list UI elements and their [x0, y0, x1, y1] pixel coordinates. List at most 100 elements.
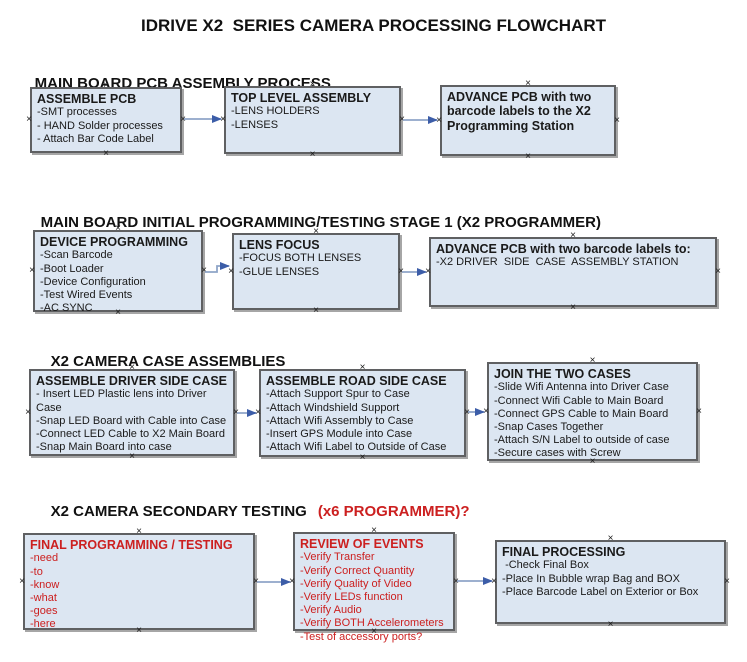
box-line: -GLUE LENSES: [239, 265, 320, 278]
box-line: -Attach Wifi Assembly to Case: [266, 414, 414, 427]
box-line: -Place In Bubble wrap Bag and BOX: [502, 572, 680, 585]
flow-box-advance-pcb-driver-side[interactable]: ADVANCE PCB with two barcode labels to: …: [425, 231, 721, 313]
connection-handle-icon: ×: [614, 114, 620, 126]
box-line: -FOCUS BOTH LENSES: [239, 252, 362, 265]
box-line: -Connect LED Cable to X2 Main Board: [36, 427, 225, 440]
box-line: -Attach Wifi Label to Outside of Case: [266, 441, 447, 454]
connection-handle-icon: ×: [359, 362, 366, 373]
connection-handle-icon: ×: [607, 619, 614, 630]
connection-handle-icon: ×: [19, 575, 25, 587]
box-line: -Secure cases with Screw: [494, 447, 621, 460]
connection-handle-icon: ×: [525, 78, 531, 89]
box-lines: -Verify Transfer-Verify Correct Quantity…: [300, 551, 449, 643]
flow-box-join-the-two-cases[interactable]: JOIN THE TWO CASES -Slide Wifi Antenna i…: [483, 356, 702, 467]
box-line: -AC SYNC: [40, 302, 93, 315]
connection-handle-icon: ×: [29, 265, 35, 276]
box-lines: -Scan Barcode-Boot Loader-Device Configu…: [40, 249, 197, 315]
connection-handle-icon: ×: [103, 148, 109, 159]
box-line: -LENSES: [231, 118, 279, 131]
box-line: -Slide Wifi Antenna into Driver Case: [494, 381, 669, 394]
flow-box-device-programming[interactable]: DEVICE PROGRAMMING -Scan Barcode-Boot Lo…: [29, 224, 207, 318]
box-line: -Connect Wifi Cable to Main Board: [494, 394, 664, 407]
section-heading-text: MAIN BOARD INITIAL PROGRAMMING/TESTING S…: [40, 214, 601, 231]
flow-box-top-level-assembly[interactable]: TOP LEVEL ASSEMBLY -LENS HOLDERS-LENSES …: [220, 80, 405, 160]
box-lines: -Check Final Box-Place In Bubble wrap Ba…: [502, 559, 720, 599]
flow-box-assemble-road-side-case[interactable]: ASSEMBLE ROAD SIDE CASE -Attach Support …: [255, 363, 470, 463]
section-heading-red-text: (x6 PROGRAMMER)?: [317, 503, 470, 520]
box-line: -Attach Support Spur to Case: [266, 388, 410, 401]
box-title: FINAL PROCESSING: [502, 545, 626, 559]
flow-box-final-programming-testing[interactable]: FINAL PROGRAMMING / TESTING -need-to-kno…: [19, 527, 259, 636]
box-line: -Snap LED Board with Cable into Case: [36, 414, 227, 427]
connection-handle-icon: ×: [607, 533, 614, 544]
box-title: FINAL PROGRAMMING / TESTING: [30, 538, 233, 552]
box-line: -need: [30, 552, 59, 565]
connection-handle-icon: ×: [180, 114, 186, 125]
section-heading-text: X2 CAMERA SECONDARY TESTING: [50, 503, 307, 520]
flow-box-lens-focus[interactable]: LENS FOCUS -FOCUS BOTH LENSES-GLUE LENSE…: [228, 227, 404, 316]
box-line: -Attach S/N Label to outside of case: [494, 434, 670, 447]
box-line: -Verify Correct Quantity: [300, 564, 415, 577]
section-heading-text: X2 CAMERA CASE ASSEMBLIES: [50, 353, 286, 370]
section-heading-case-assemblies: X2 CAMERA CASE ASSEMBLIES: [34, 336, 286, 387]
connection-handle-icon: ×: [220, 114, 226, 125]
connection-handle-icon: ×: [696, 405, 702, 417]
box-line: -LENS HOLDERS: [231, 105, 320, 118]
box-lines: -SMT processes- HAND Solder processes- A…: [37, 106, 176, 146]
box-lines: -need-to-know-what-goes-here: [30, 552, 249, 631]
box-title: ADVANCE PCB with two barcode labels to t…: [447, 90, 595, 133]
connection-handle-icon: ×: [589, 355, 596, 366]
box-lines: -LENS HOLDERS-LENSES: [231, 105, 395, 131]
box-lines: -Attach Support Spur to Case-Attach Wind…: [266, 388, 460, 454]
box-line: -Verify Transfer: [300, 551, 375, 564]
box-title: TOP LEVEL ASSEMBLY: [231, 91, 372, 105]
box-line: -Boot Loader: [40, 262, 104, 275]
connection-handle-icon: ×: [715, 266, 721, 277]
box-line: -Verify Quality of Video: [300, 577, 412, 590]
connector-arrow-3[interactable]: [205, 262, 230, 273]
connection-handle-icon: ×: [26, 114, 32, 125]
connection-handle-icon: ×: [25, 406, 31, 418]
flow-box-assemble-pcb[interactable]: ASSEMBLE PCB -SMT processes- HAND Solder…: [26, 81, 186, 159]
flow-box-assemble-driver-side-case[interactable]: ASSEMBLE DRIVER SIDE CASE - Insert LED P…: [25, 363, 239, 462]
section-heading-initial-programming: MAIN BOARD INITIAL PROGRAMMING/TESTING S…: [24, 197, 601, 248]
flowchart-title: IDRIVE X2 SERIES CAMERA PROCESSING FLOWC…: [140, 16, 607, 35]
connection-handle-icon: ×: [464, 407, 470, 418]
connection-handle-icon: ×: [313, 305, 319, 316]
box-lines: -FOCUS BOTH LENSES-GLUE LENSES: [239, 252, 394, 278]
connection-handle-icon: ×: [359, 452, 366, 463]
box-title: LENS FOCUS: [239, 238, 320, 252]
box-line: - Insert LED Plastic lens into Driver Ca…: [36, 388, 210, 414]
box-line: -Test Wired Events: [40, 288, 133, 301]
box-line: -Check Final Box: [502, 559, 589, 572]
connection-handle-icon: ×: [228, 265, 234, 277]
connection-handle-icon: ×: [724, 576, 730, 587]
box-title: ASSEMBLE PCB: [37, 92, 137, 106]
box-line: -Verify BOTH Accelerometers: [300, 617, 444, 630]
section-heading-secondary-testing: X2 CAMERA SECONDARY TESTING (x6 PROGRAMME…: [34, 486, 470, 537]
flow-box-review-of-events[interactable]: REVIEW OF EVENTS -Verify Transfer-Verify…: [289, 526, 459, 643]
connection-handle-icon: ×: [525, 151, 531, 162]
box-title: JOIN THE TWO CASES: [494, 367, 631, 381]
box-line: -Verify Audio: [300, 604, 362, 617]
box-line: -here: [30, 618, 56, 631]
flow-box-advance-pcb-programming-station[interactable]: ADVANCE PCB with two barcode labels to t…: [436, 79, 620, 162]
box-lines: - Insert LED Plastic lens into Driver Ca…: [36, 388, 229, 454]
box-lines: -X2 DRIVER SIDE CASE ASSEMBLY STATION: [436, 256, 711, 269]
connection-handle-icon: ×: [201, 265, 207, 276]
box-line: -Verify LEDs function: [300, 590, 403, 603]
box-line: -to: [30, 565, 43, 578]
box-lines: -Slide Wifi Antenna into Driver Case-Con…: [494, 381, 692, 460]
box-line: -what: [30, 591, 57, 604]
box-line: -X2 DRIVER SIDE CASE ASSEMBLY STATION: [436, 256, 679, 269]
box-line: - Attach Bar Code Label: [37, 132, 154, 145]
box-line: -Insert GPS Module into Case: [266, 427, 413, 440]
box-title: DEVICE PROGRAMMING: [40, 235, 188, 249]
box-line: -know: [30, 578, 60, 591]
box-line: -Scan Barcode: [40, 249, 113, 262]
flow-box-final-processing[interactable]: FINAL PROCESSING -Check Final Box-Place …: [491, 534, 730, 630]
box-title: ASSEMBLE ROAD SIDE CASE: [266, 374, 447, 388]
box-line: -Test of accessory ports?: [300, 630, 423, 643]
